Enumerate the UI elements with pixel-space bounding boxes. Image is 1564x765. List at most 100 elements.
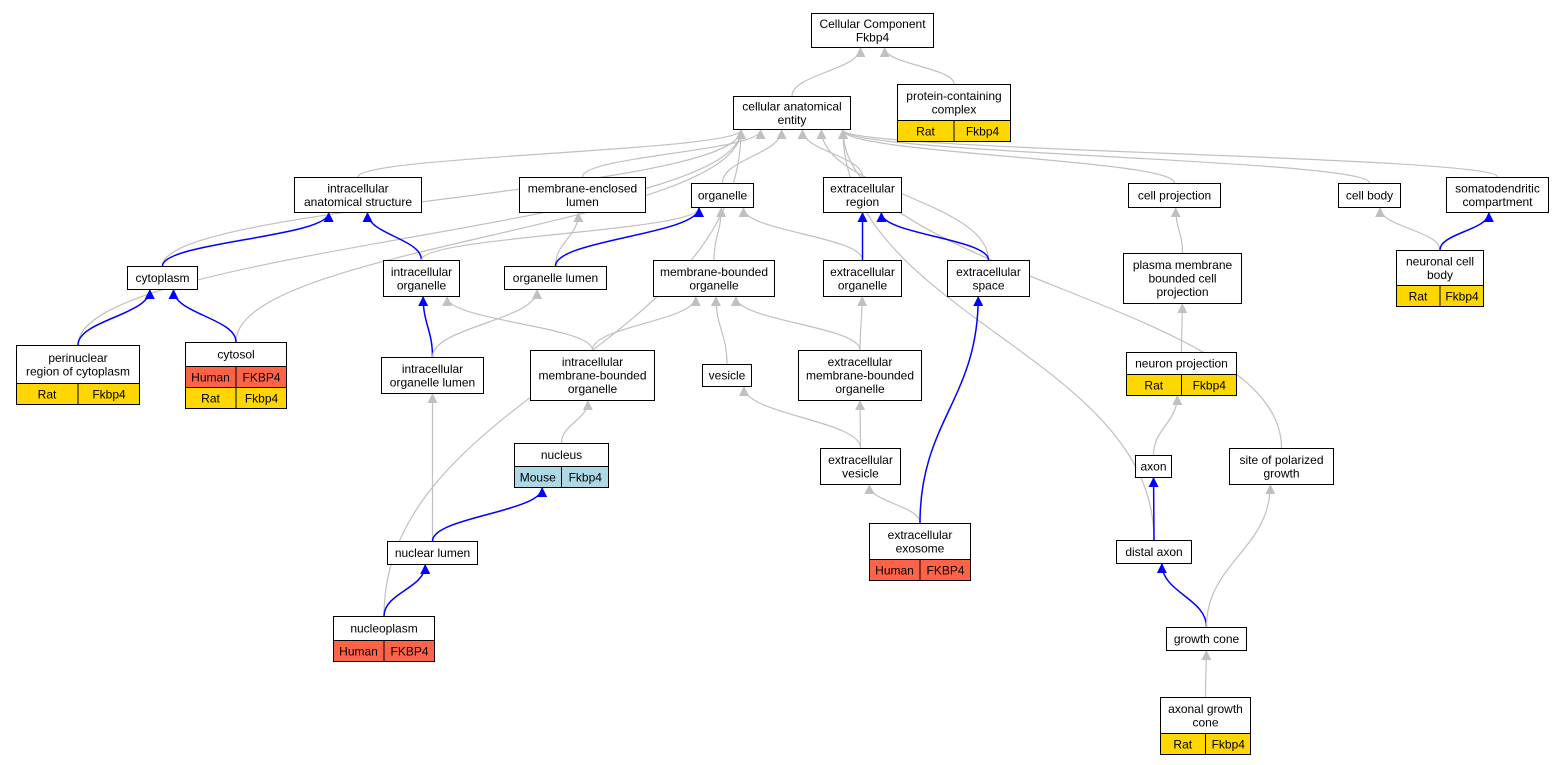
edge-cpr-to-cae bbox=[838, 129, 1176, 184]
node-box bbox=[823, 260, 902, 297]
node-box bbox=[691, 183, 754, 208]
node-label: nucleus bbox=[541, 448, 582, 462]
node-label: organelle bbox=[397, 278, 447, 292]
node-box bbox=[897, 84, 1011, 121]
gene-label: Fkbp4 bbox=[1445, 290, 1479, 304]
node-label: neuronal cell bbox=[1406, 254, 1474, 268]
node-label: axon bbox=[1140, 460, 1166, 474]
node-cyt[interactable]: cytoplasm bbox=[127, 266, 198, 290]
node-label: anatomical structure bbox=[304, 195, 412, 209]
node-label: vesicle bbox=[709, 369, 746, 383]
node-label: cellular anatomical bbox=[742, 99, 841, 113]
node-ves[interactable]: vesicle bbox=[702, 364, 752, 387]
node-olu[interactable]: organelle lumen bbox=[504, 266, 607, 290]
node-label: cell projection bbox=[1138, 189, 1211, 203]
gene-label: Fkbp4 bbox=[569, 471, 603, 485]
edge-olu-to-mel bbox=[554, 212, 584, 267]
gene-cell bbox=[1205, 733, 1251, 755]
species-label: Human bbox=[191, 371, 230, 385]
node-label: perinuclear bbox=[48, 351, 107, 365]
node-label: vesicle bbox=[842, 466, 879, 480]
edge-gcn-to-dax bbox=[1156, 563, 1208, 628]
node-box bbox=[16, 345, 140, 384]
species-label: Rat bbox=[1409, 290, 1428, 304]
node-label: organelle lumen bbox=[390, 375, 475, 389]
node-cpr[interactable]: cell projection bbox=[1128, 183, 1221, 208]
node-label: extracellular bbox=[956, 265, 1021, 279]
annotation-row: Rat Fkbp4 bbox=[1396, 285, 1484, 307]
node-box bbox=[1338, 183, 1401, 208]
gene-label: FKBP4 bbox=[242, 371, 280, 385]
node-label: intracellular bbox=[402, 362, 463, 376]
node-label: somatodendritic bbox=[1455, 181, 1540, 195]
node-box bbox=[185, 342, 287, 367]
node-box bbox=[530, 350, 655, 401]
node-label: projection bbox=[1156, 285, 1208, 299]
node-dax[interactable]: distal axon bbox=[1116, 540, 1192, 564]
gene-cell bbox=[77, 383, 140, 405]
edge-exo-to-org bbox=[738, 207, 864, 261]
node-box bbox=[702, 364, 752, 387]
edge-pcc-to-root bbox=[879, 47, 955, 85]
edge-ves-to-mbo bbox=[710, 296, 728, 365]
species-label: Rat bbox=[1144, 379, 1163, 393]
node-label: intracellular bbox=[562, 355, 623, 369]
node-axn[interactable]: axon bbox=[1135, 455, 1172, 478]
edge-imb-to-iorg bbox=[442, 296, 594, 351]
node-box bbox=[127, 266, 198, 290]
node-gcn[interactable]: growth cone bbox=[1166, 627, 1247, 651]
node-org[interactable]: organelle bbox=[691, 183, 754, 208]
node-nlu[interactable]: nuclear lumen bbox=[387, 541, 478, 565]
node-label: distal axon bbox=[1125, 545, 1182, 559]
node-label: compartment bbox=[1462, 195, 1533, 209]
edge-cae-to-root bbox=[791, 47, 866, 97]
species-label: Rat bbox=[1173, 738, 1192, 752]
node-label: nucleoplasm bbox=[350, 622, 417, 636]
gene-cell bbox=[235, 387, 287, 409]
gene-label: FKBP4 bbox=[390, 645, 428, 659]
gene-cell bbox=[1439, 285, 1484, 307]
edge-csl-to-cae bbox=[235, 129, 746, 343]
node-label: Cellular Component bbox=[819, 17, 926, 31]
node-label: axonal growth bbox=[1168, 702, 1243, 716]
node-box bbox=[733, 96, 851, 130]
node-box bbox=[1396, 250, 1484, 286]
node-label: cytosol bbox=[217, 348, 254, 362]
edge-cyt-to-cae bbox=[161, 129, 746, 267]
node-box bbox=[387, 541, 478, 565]
edge-iol-to-iorg bbox=[418, 296, 434, 358]
node-box bbox=[1166, 627, 1247, 651]
node-box bbox=[1123, 253, 1242, 304]
node-cbd[interactable]: cell body bbox=[1338, 183, 1401, 208]
